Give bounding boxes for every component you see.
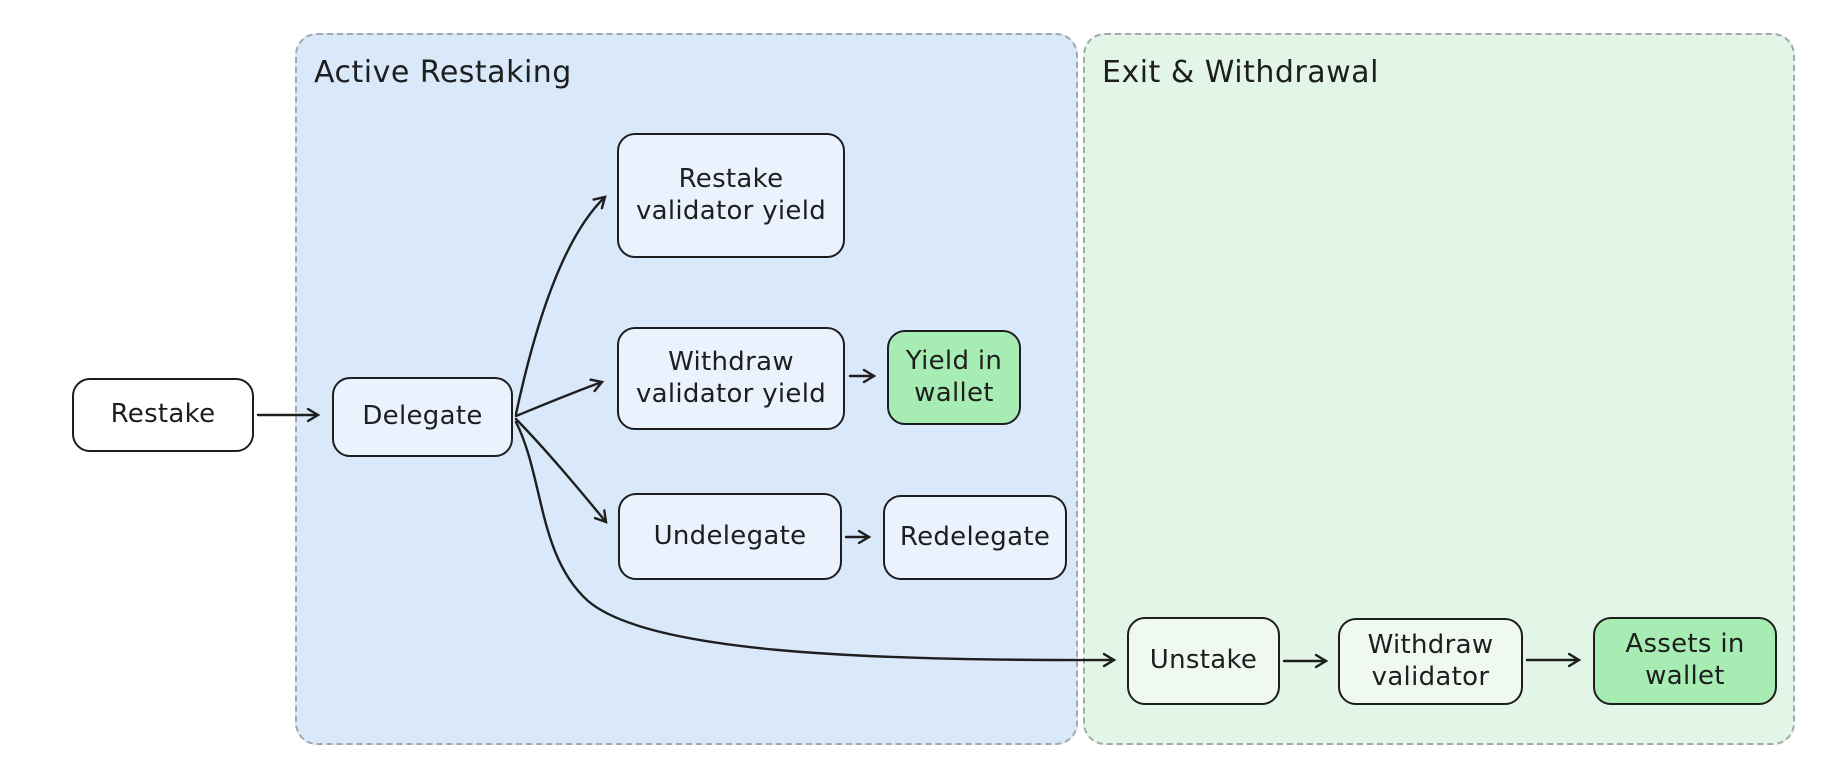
node-label-unstake-line0: Unstake xyxy=(1149,645,1258,676)
arrow-delegate-to-restake-validator-yield[interactable] xyxy=(514,195,607,416)
arrow-delegate-to-unstake[interactable] xyxy=(514,420,1117,668)
arrow-delegate-to-withdraw-validator-yield[interactable] xyxy=(514,378,605,418)
node-label-restake-line0: Restake xyxy=(110,399,216,430)
node-label-redelegate-line0: Redelegate xyxy=(899,521,1051,552)
node-label-yield-in-wallet-line0: Yield in xyxy=(905,345,1003,376)
node-label-restake-validator-yield-line1: validator yield xyxy=(635,195,827,226)
node-label-undelegate-line0: Undelegate xyxy=(653,520,807,551)
group-label-exit-withdrawal: Exit & Withdrawal xyxy=(1102,55,1379,90)
node-label-withdraw-validator-line1: validator xyxy=(1371,661,1490,692)
arrow-delegate-to-undelegate[interactable] xyxy=(514,417,608,524)
group-label-active-restaking: Active Restaking xyxy=(314,55,572,90)
node-restake[interactable]: Restake xyxy=(72,378,254,452)
node-label-assets-in-wallet-line1: wallet xyxy=(1645,661,1725,691)
node-label-withdraw-validator-yield-line1: validator yield xyxy=(635,378,827,409)
node-label-delegate-line0: Delegate xyxy=(362,401,483,432)
node-label-yield-in-wallet-line1: wallet xyxy=(914,377,994,408)
node-label-assets-in-wallet-line0: Assets in xyxy=(1625,629,1745,660)
node-undelegate[interactable]: Undelegate xyxy=(618,493,842,580)
node-label-withdraw-validator-line0: Withdraw xyxy=(1367,629,1494,660)
node-delegate[interactable]: Delegate xyxy=(332,377,513,457)
node-label-restake-validator-yield-line0: Restake xyxy=(678,163,784,194)
node-redelegate[interactable]: Redelegate xyxy=(883,495,1067,580)
node-label-withdraw-validator-yield-line0: Withdraw xyxy=(668,346,794,377)
node-unstake[interactable]: Unstake xyxy=(1127,617,1280,705)
